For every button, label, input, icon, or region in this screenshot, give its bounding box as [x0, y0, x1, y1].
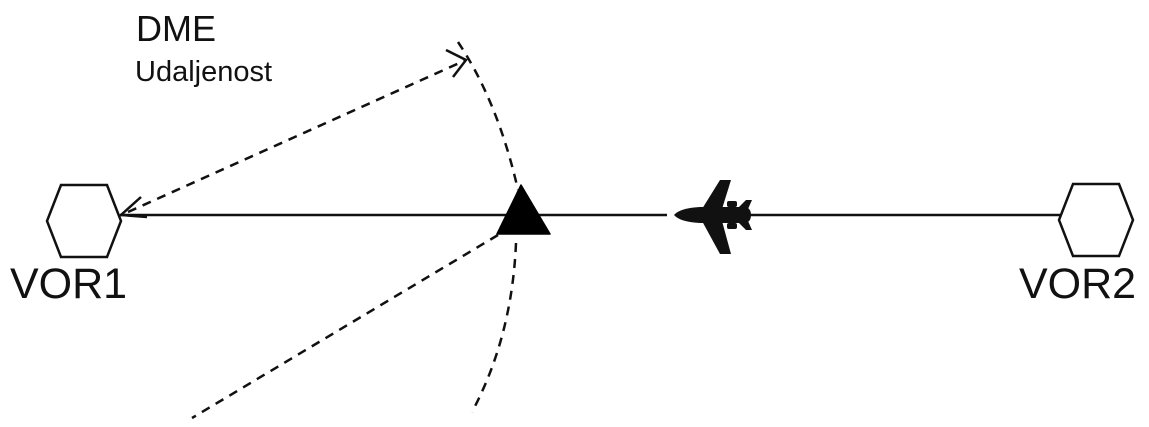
dme-radius-lower	[191, 233, 499, 420]
dme-distance-line	[127, 58, 467, 214]
airplane-icon	[674, 180, 752, 254]
vor1-station-hexagon-icon	[45, 183, 123, 259]
dme-arrowhead-outer	[445, 48, 468, 78]
dme-label: DME	[136, 8, 216, 49]
vor2-station-hexagon-icon	[1057, 182, 1135, 258]
dme-arc-upper	[456, 41, 520, 191]
vor1-label: VOR1	[10, 260, 128, 308]
dme-arrowhead-station	[117, 196, 148, 219]
distance-label: Udaljenost	[135, 56, 273, 88]
position-marker-triangle-icon	[496, 184, 551, 235]
dme-arc-lower	[470, 242, 518, 413]
vor2-label: VOR2	[1019, 260, 1137, 308]
